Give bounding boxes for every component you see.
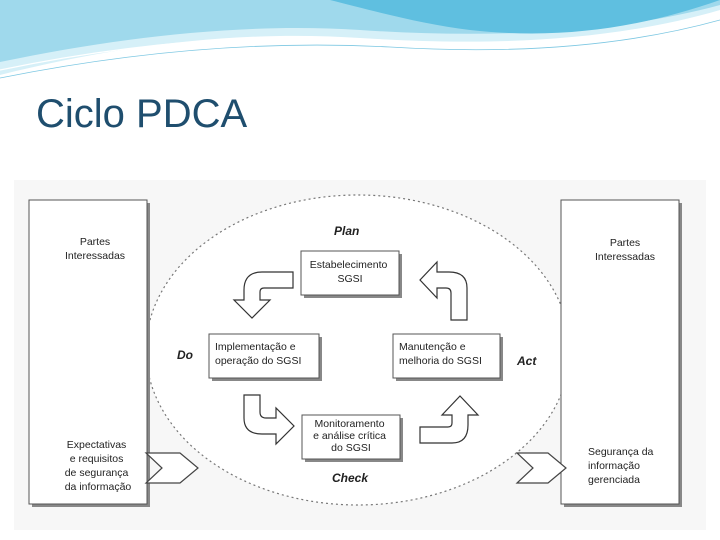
svg-text:Monitoramento e análise: Monitoramento e análise crítica do SGSI (313, 418, 389, 454)
input-arrow-icon (144, 452, 199, 484)
svg-text:Estabelecimento SGSI: Estabelecimento SGSI (310, 259, 391, 285)
cycle-arrow-do-to-check-icon (243, 394, 295, 446)
output-arrow-icon (515, 452, 567, 484)
left-panel-bottom-label: Expectativas e requisitos de segurança d… (65, 439, 132, 493)
plan-box: Estabelecimento SGSI (300, 250, 402, 298)
svg-text:Implementação e operação: Implementação e operação do SGSI (215, 341, 301, 367)
phase-label-plan: Plan (334, 224, 359, 238)
slide-title: Ciclo PDCA (36, 92, 248, 136)
do-box: Implementação e operação do SGSI (208, 333, 322, 381)
phase-label-check: Check (332, 471, 369, 485)
act-box: Manutenção e melhoria do SGSI (392, 333, 503, 381)
check-box: Monitoramento e análise crítica do SGSI (301, 414, 403, 462)
cycle-arrow-act-to-plan-icon (419, 260, 468, 321)
phase-label-do: Do (177, 348, 193, 362)
cycle-arrow-check-to-act-icon (419, 395, 480, 444)
cycle-arrow-plan-to-do-icon (232, 271, 294, 319)
svg-text:Manutenção e melhoria do: Manutenção e melhoria do SGSI (399, 341, 482, 367)
phase-label-act: Act (516, 354, 537, 368)
right-panel-bottom-label: Segurança da informação gerenciada (588, 446, 656, 486)
header-wave (0, 0, 720, 79)
